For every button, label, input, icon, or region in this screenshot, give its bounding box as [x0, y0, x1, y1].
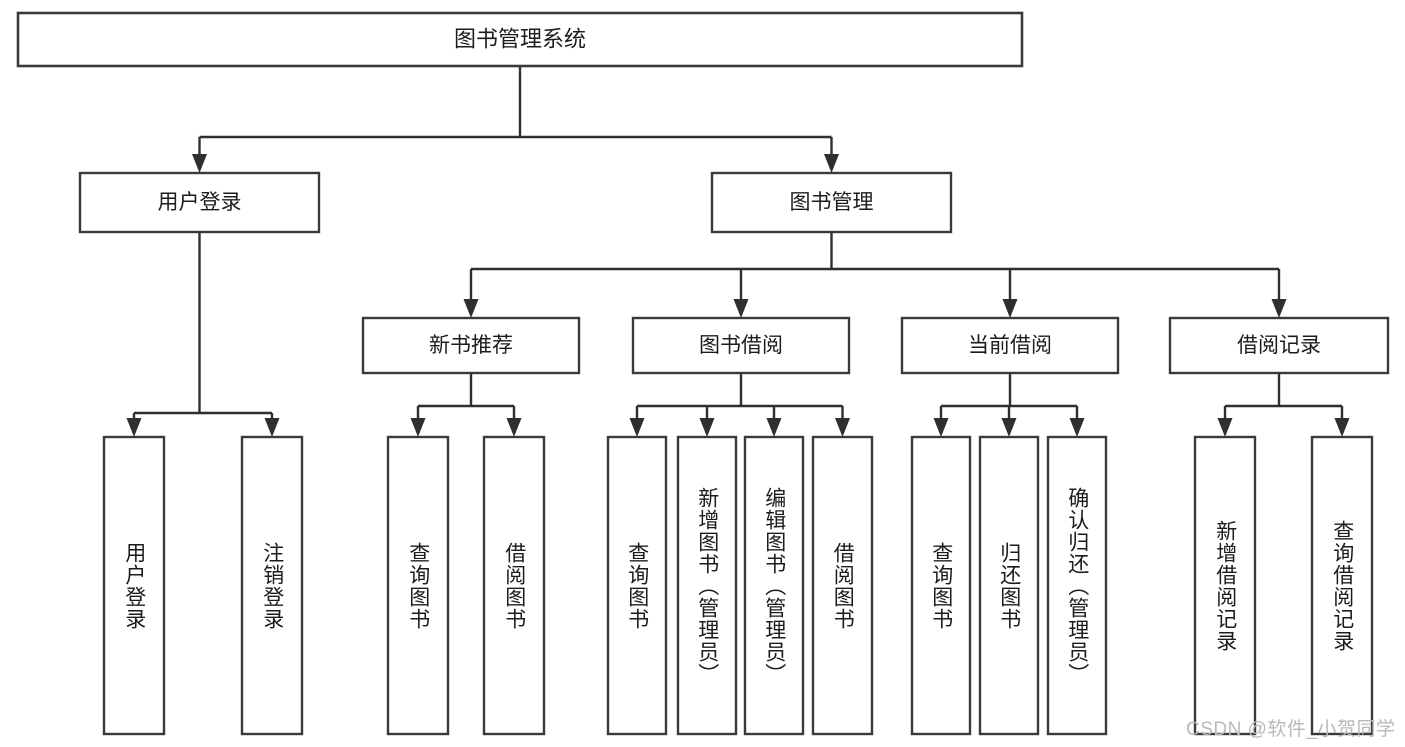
leaf-node-leaf-logout-login[interactable] [240, 435, 304, 736]
group-book-borrow-arrow-0 [629, 418, 645, 437]
leaf-node-leaf-return-book[interactable] [978, 435, 1040, 736]
root-to-level1-arrow-0 [192, 154, 207, 173]
node-new-book-recommend-label: 新书推荐 [429, 334, 513, 357]
node-root[interactable]: 图书管理系统 [16, 11, 1024, 68]
bookmanage-to-level2-arrow-0 [463, 299, 479, 318]
group-current-borrow-arrow-1 [1001, 418, 1017, 437]
node-user-login[interactable]: 用户登录 [78, 171, 321, 234]
bookmanage-to-level2-arrow-2 [1002, 299, 1018, 318]
root-to-level1-arrow-1 [824, 154, 839, 173]
node-borrow-record[interactable]: 借阅记录 [1168, 316, 1390, 375]
leaf-node-leaf-borrow-book-b[interactable] [811, 435, 874, 736]
group-book-borrow-arrow-1 [699, 418, 715, 437]
leaf-node-leaf-user-login[interactable] [102, 435, 166, 736]
leaf-node-leaf-edit-book[interactable] [743, 435, 805, 736]
node-book-manage[interactable]: 图书管理 [710, 171, 953, 234]
group-borrow-record-arrow-0 [1217, 418, 1233, 437]
group-user-login-arrow-1 [264, 418, 280, 437]
node-root-label: 图书管理系统 [454, 26, 586, 51]
node-current-borrow-label: 当前借阅 [968, 334, 1052, 357]
leaf-node-leaf-query-book-b[interactable] [606, 435, 668, 736]
leaf-node-leaf-borrow-book-a[interactable] [482, 435, 546, 736]
node-book-borrow[interactable]: 图书借阅 [631, 316, 851, 375]
group-book-borrow-arrow-2 [766, 418, 782, 437]
node-user-login-label: 用户登录 [158, 191, 242, 214]
node-book-borrow-label: 图书借阅 [699, 334, 783, 357]
group-current-borrow-arrow-2 [1069, 418, 1085, 437]
edges-layer [126, 66, 1350, 437]
leaf-node-leaf-add-record[interactable] [1193, 435, 1257, 736]
node-book-manage-label: 图书管理 [790, 191, 874, 214]
group-current-borrow-arrow-0 [933, 418, 949, 437]
group-user-login-arrow-0 [126, 418, 142, 437]
bookmanage-to-level2-arrow-1 [733, 299, 749, 318]
leaf-node-leaf-query-record[interactable] [1310, 435, 1374, 736]
group-new-book-recommend-arrow-0 [410, 418, 426, 437]
group-new-book-recommend-arrow-1 [506, 418, 522, 437]
leaf-node-leaf-confirm-return[interactable] [1046, 435, 1108, 736]
leaf-node-leaf-query-book-a[interactable] [386, 435, 450, 736]
node-current-borrow[interactable]: 当前借阅 [900, 316, 1120, 375]
bookmanage-to-level2-arrow-3 [1271, 299, 1287, 318]
group-borrow-record-arrow-1 [1334, 418, 1350, 437]
group-book-borrow-arrow-3 [835, 418, 850, 437]
node-new-book-recommend[interactable]: 新书推荐 [361, 316, 581, 375]
leaf-node-leaf-query-book-c[interactable] [910, 435, 972, 736]
leaf-node-leaf-add-book[interactable] [676, 435, 738, 736]
node-borrow-record-label: 借阅记录 [1237, 334, 1321, 357]
